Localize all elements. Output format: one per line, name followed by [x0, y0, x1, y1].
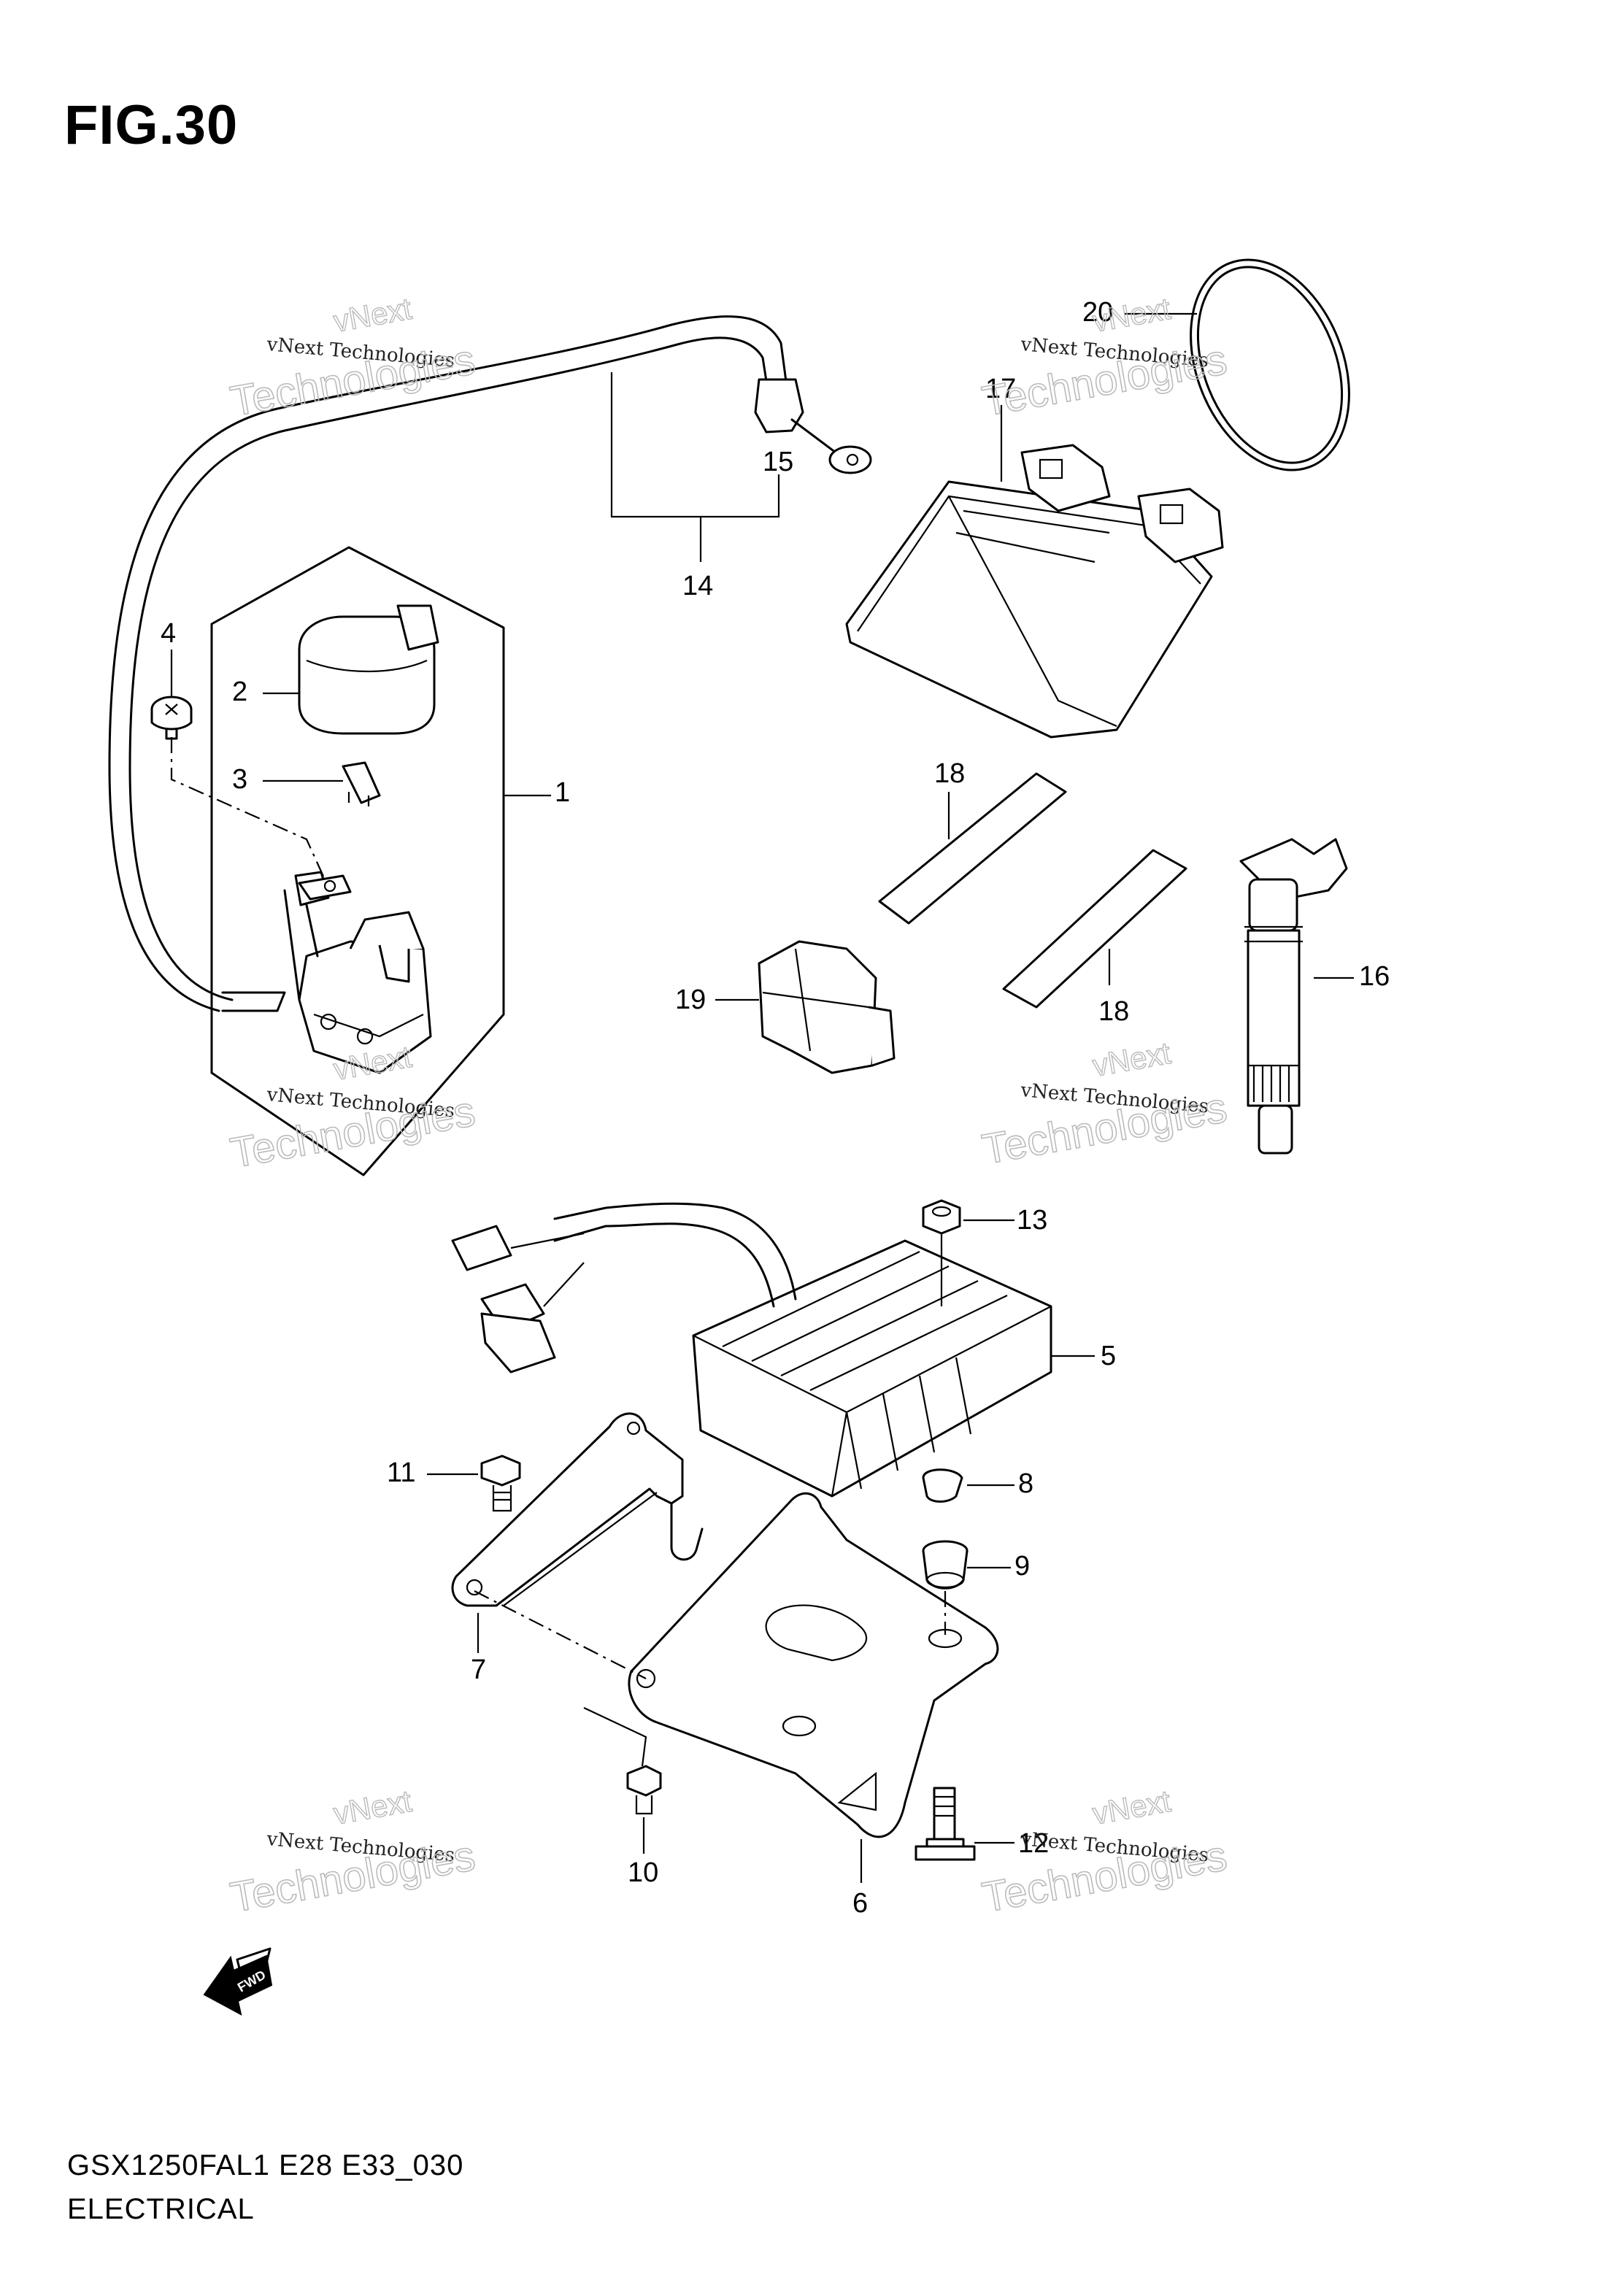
watermark-bottom-left: vNext vNext Technologies Technologies: [226, 1783, 479, 1922]
watermark-mid-right: vNext vNext Technologies Technologies: [978, 1035, 1231, 1174]
nut-13: [922, 1199, 961, 1306]
callout-20: 20: [1082, 297, 1113, 328]
svg-text:vNext: vNext: [331, 1784, 414, 1831]
ecm-unit: [845, 444, 1224, 739]
collar-8: [922, 1468, 963, 1503]
forward-arrow: FWD: [203, 1947, 273, 2016]
grommet-9: [922, 1540, 969, 1590]
starter-relay-assembly: [170, 546, 505, 1176]
leader-lines: [170, 312, 1354, 1883]
ignition-coil: [1239, 838, 1348, 1155]
section-name: ELECTRICAL: [67, 2193, 255, 2225]
callout-8: 8: [1018, 1468, 1033, 1499]
callout-12: 12: [1018, 1828, 1049, 1859]
callout-16: 16: [1359, 961, 1390, 992]
callout-18-lower: 18: [1098, 996, 1129, 1027]
figure-title: FIG.30: [64, 94, 239, 156]
gasket-ring-inner: [1196, 266, 1344, 464]
callout-3: 3: [232, 764, 247, 795]
callout-1: 1: [555, 777, 570, 808]
pad-18-upper: [878, 772, 1067, 925]
watermark-bottom-right: vNext vNext Technologies Technologies: [978, 1783, 1231, 1922]
callout-11: 11: [387, 1457, 415, 1488]
callout-2: 2: [232, 677, 247, 707]
callout-14: 14: [682, 571, 713, 601]
bracket-7: [451, 1412, 704, 1607]
mounting-plate: [628, 1492, 999, 1838]
svg-text:vNext: vNext: [1090, 1036, 1173, 1083]
screw-4: [150, 696, 193, 740]
bolt-12: [915, 1787, 976, 1861]
callout-15: 15: [763, 447, 793, 477]
gasket-ring: [1190, 258, 1350, 471]
callout-13: 13: [1017, 1205, 1047, 1236]
watermark-top-left: vNext vNext Technologies Technologies: [226, 290, 479, 425]
callout-7: 7: [471, 1654, 486, 1685]
model-code: GSX1250FAL1 E28 E33_030: [67, 2149, 464, 2181]
battery-cable: [108, 315, 872, 1012]
svg-text:vNext: vNext: [331, 291, 414, 339]
assembly-line: [474, 1590, 647, 1679]
pad-18-lower: [1002, 849, 1187, 1009]
callout-19: 19: [675, 985, 706, 1015]
bolt-10: [626, 1765, 662, 1815]
callout-10: 10: [628, 1857, 658, 1888]
callout-4: 4: [161, 618, 176, 649]
connector-19: [758, 940, 896, 1074]
callout-18-upper: 18: [934, 758, 965, 789]
regulator-rectifier: [451, 1202, 1052, 1498]
bolt-11: [480, 1455, 521, 1512]
callout-17: 17: [985, 374, 1016, 404]
svg-text:vNext: vNext: [1090, 1784, 1173, 1831]
callout-9: 9: [1014, 1551, 1030, 1582]
callout-6: 6: [852, 1888, 868, 1919]
callout-5: 5: [1101, 1341, 1116, 1371]
